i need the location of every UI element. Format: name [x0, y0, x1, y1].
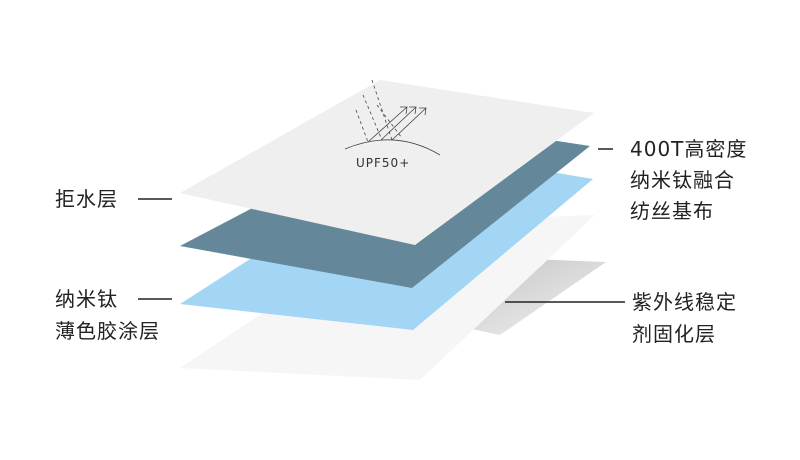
label-coating: 薄色胶涂层	[55, 319, 160, 343]
label-nano-fusion: 纳米钛融合	[630, 168, 735, 192]
label-uv-stabilizer: 紫外线稳定	[632, 290, 737, 314]
label-base-fabric: 纺丝基布	[630, 199, 714, 223]
label-400t: 400T高密度	[630, 137, 748, 161]
label-water-repellent: 拒水层	[55, 187, 118, 211]
label-cured-layer: 剂固化层	[632, 322, 716, 346]
label-nano-titanium: 纳米钛	[55, 287, 118, 311]
water-repellent-layer	[180, 80, 594, 245]
upf-badge: UPF50+	[356, 156, 410, 170]
uv-reflection-icon	[344, 79, 441, 156]
